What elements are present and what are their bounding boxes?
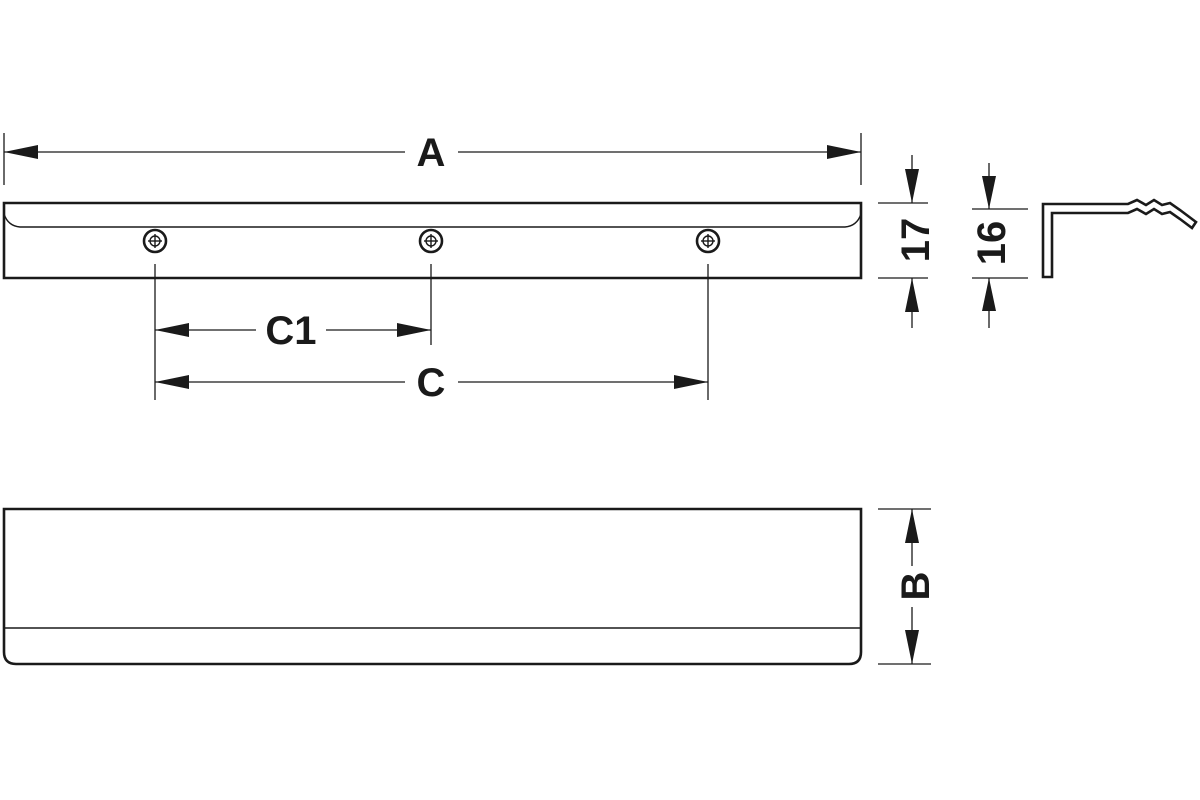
profile-outline — [1041, 198, 1198, 279]
plan-view — [2, 507, 863, 666]
dimension-16: 16 — [970, 163, 1028, 328]
dimension-label-17: 17 — [894, 218, 938, 263]
dimension-label-c1: C1 — [265, 309, 316, 353]
plan-view-outline — [2, 507, 863, 666]
dimension-label-b: B — [894, 572, 938, 601]
front-view — [2, 201, 863, 280]
dimension-17: 17 — [878, 155, 938, 328]
dimension-label-c: C — [417, 361, 446, 405]
dimension-b: B — [878, 508, 938, 665]
front-view-outline — [2, 201, 863, 280]
front-view-lip — [3, 213, 862, 228]
dimension-c1: C1 — [155, 309, 431, 353]
dimension-label-a: A — [417, 131, 446, 175]
mounting-hole-center — [418, 228, 444, 254]
hole-extension-lines — [154, 264, 709, 400]
dimension-label-16: 16 — [970, 221, 1014, 266]
mounting-hole-right — [695, 228, 721, 254]
mounting-hole-left — [142, 228, 168, 254]
profile-view — [1041, 198, 1198, 279]
dimension-a: A — [3, 131, 862, 185]
dimension-c: C — [155, 361, 708, 405]
